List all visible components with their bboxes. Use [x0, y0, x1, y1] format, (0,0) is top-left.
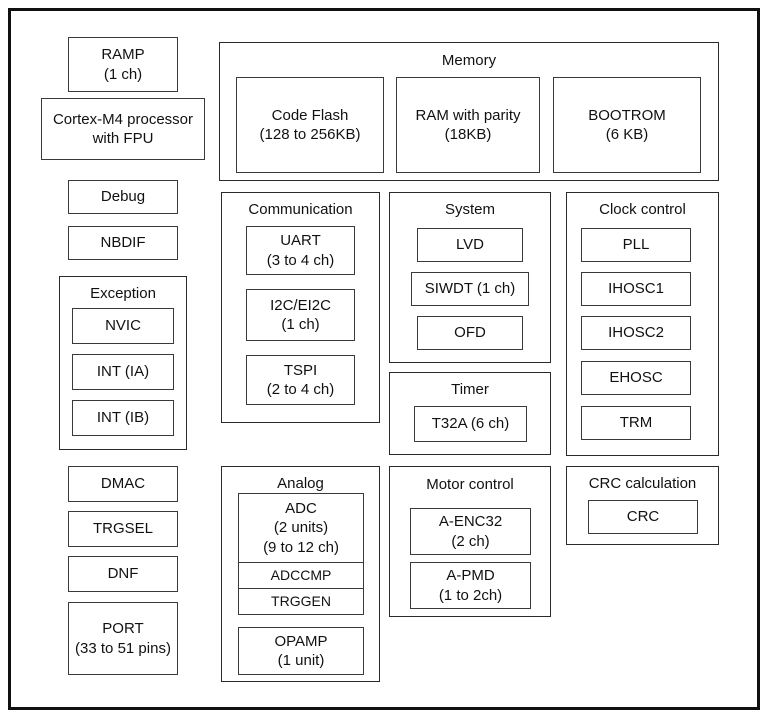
group-analog-title: Analog — [277, 475, 324, 492]
group-communication-title: Communication — [248, 201, 353, 218]
block-adccmp: ADCCMP — [239, 562, 363, 588]
block-bootrom: BOOTROM (6 KB) — [553, 77, 701, 173]
block-dmac: DMAC — [68, 466, 178, 502]
block-int-ib-name: INT (IB) — [96, 409, 150, 427]
group-exception-title: Exception — [90, 285, 156, 302]
block-ihosc1: IHOSC1 — [581, 272, 691, 306]
block-code-flash: Code Flash (128 to 256KB) — [236, 77, 384, 173]
block-bootrom-name: BOOTROM — [588, 106, 666, 124]
block-ehosc: EHOSC — [581, 361, 691, 395]
block-ihosc1-name: IHOSC1 — [608, 280, 664, 298]
block-port-detail: (33 to 51 pins) — [75, 639, 171, 657]
block-ramp: RAMP (1 ch) — [68, 37, 178, 92]
block-ihosc2: IHOSC2 — [581, 316, 691, 350]
block-siwdt: SIWDT (1 ch) — [411, 272, 529, 306]
block-i2c-name: I2C/EI2C — [270, 296, 331, 314]
group-memory-title: Memory — [441, 52, 497, 69]
block-dnf: DNF — [68, 556, 178, 592]
block-int-ia-name: INT (IA) — [96, 363, 150, 381]
block-nbdif-name: NBDIF — [100, 234, 146, 252]
group-crc-calculation-title: CRC calculation — [588, 475, 697, 492]
block-i2c-detail: (1 ch) — [281, 316, 320, 333]
block-int-ib: INT (IB) — [72, 400, 174, 436]
block-adc: ADC (2 units) (9 to 12 ch) — [239, 494, 363, 562]
block-t32a-name: T32A (6 ch) — [431, 415, 510, 433]
block-tspi: TSPI (2 to 4 ch) — [246, 355, 355, 405]
block-nvic: NVIC — [72, 308, 174, 344]
block-code-flash-detail: (128 to 256KB) — [259, 126, 361, 143]
block-bootrom-detail: (6 KB) — [605, 126, 649, 143]
block-i2c-ei2c: I2C/EI2C (1 ch) — [246, 289, 355, 341]
block-crc-name: CRC — [626, 508, 660, 526]
block-int-ia: INT (IA) — [72, 354, 174, 390]
block-pll: PLL — [581, 228, 691, 262]
block-port-name: PORT — [102, 620, 144, 638]
block-ofd-name: OFD — [454, 324, 486, 342]
block-adccmp-name: ADCCMP — [270, 566, 332, 583]
group-clock-control-title: Clock control — [599, 201, 686, 218]
block-ramp-name: RAMP — [101, 46, 145, 64]
block-lvd: LVD — [417, 228, 523, 262]
block-opamp-detail: (1 unit) — [277, 652, 325, 669]
block-ram-detail: (18KB) — [444, 126, 492, 143]
block-a-pmd-detail: (1 to 2ch) — [438, 586, 503, 604]
block-a-enc32-name: A-ENC32 — [438, 513, 503, 531]
block-cpu-detail: with FPU — [92, 130, 154, 147]
block-uart: UART (3 to 4 ch) — [246, 226, 355, 275]
block-pll-name: PLL — [622, 236, 650, 254]
block-trm-name: TRM — [619, 414, 653, 432]
block-a-enc32: A-ENC32 (2 ch) — [410, 508, 531, 555]
block-debug: Debug — [68, 180, 178, 214]
block-trggen: TRGGEN — [239, 588, 363, 614]
block-a-enc32-detail: (2 ch) — [451, 532, 490, 550]
block-lvd-name: LVD — [455, 236, 485, 254]
block-t32a: T32A (6 ch) — [414, 406, 527, 442]
block-ram-name: RAM with parity — [415, 106, 521, 124]
block-a-pmd: A-PMD (1 to 2ch) — [410, 562, 531, 609]
block-adc-detail-units: (2 units) — [273, 519, 329, 537]
block-crc: CRC — [588, 500, 698, 534]
block-ofd: OFD — [417, 316, 523, 350]
block-adc-detail-channels: (9 to 12 ch) — [263, 538, 339, 556]
block-ihosc2-name: IHOSC2 — [608, 324, 664, 342]
block-uart-name: UART — [280, 232, 321, 250]
block-uart-detail: (3 to 4 ch) — [266, 251, 335, 269]
group-system-title: System — [444, 201, 495, 218]
block-nbdif: NBDIF — [68, 226, 178, 260]
block-tspi-name: TSPI — [283, 361, 318, 379]
block-adc-name: ADC — [285, 500, 317, 518]
block-ramp-detail: (1 ch) — [103, 65, 143, 83]
group-motor-control-title: Motor control — [426, 476, 514, 493]
block-opamp: OPAMP (1 unit) — [238, 627, 364, 675]
block-ram-with-parity: RAM with parity (18KB) — [396, 77, 540, 173]
block-ehosc-name: EHOSC — [609, 369, 663, 387]
block-adc-composite: ADC (2 units) (9 to 12 ch) ADCCMP TRGGEN — [238, 493, 364, 615]
block-trggen-name: TRGGEN — [271, 592, 331, 609]
block-cpu-name: Cortex-M4 processor — [52, 110, 194, 128]
block-siwdt-name: SIWDT (1 ch) — [424, 280, 516, 298]
block-trm: TRM — [581, 406, 691, 440]
block-code-flash-name: Code Flash — [271, 106, 349, 124]
block-dnf-name: DNF — [107, 565, 139, 583]
block-trgsel: TRGSEL — [68, 511, 178, 547]
block-trgsel-name: TRGSEL — [92, 520, 153, 538]
block-nvic-name: NVIC — [105, 317, 141, 335]
block-tspi-detail: (2 to 4 ch) — [266, 381, 335, 398]
block-cortex-m4-processor: Cortex-M4 processor with FPU — [41, 98, 205, 160]
block-opamp-name: OPAMP — [274, 632, 328, 650]
block-a-pmd-name: A-PMD — [446, 567, 495, 585]
block-port: PORT (33 to 51 pins) — [68, 602, 178, 675]
group-timer-title: Timer — [451, 381, 489, 398]
block-debug-name: Debug — [100, 188, 146, 206]
block-dmac-name: DMAC — [100, 475, 146, 493]
